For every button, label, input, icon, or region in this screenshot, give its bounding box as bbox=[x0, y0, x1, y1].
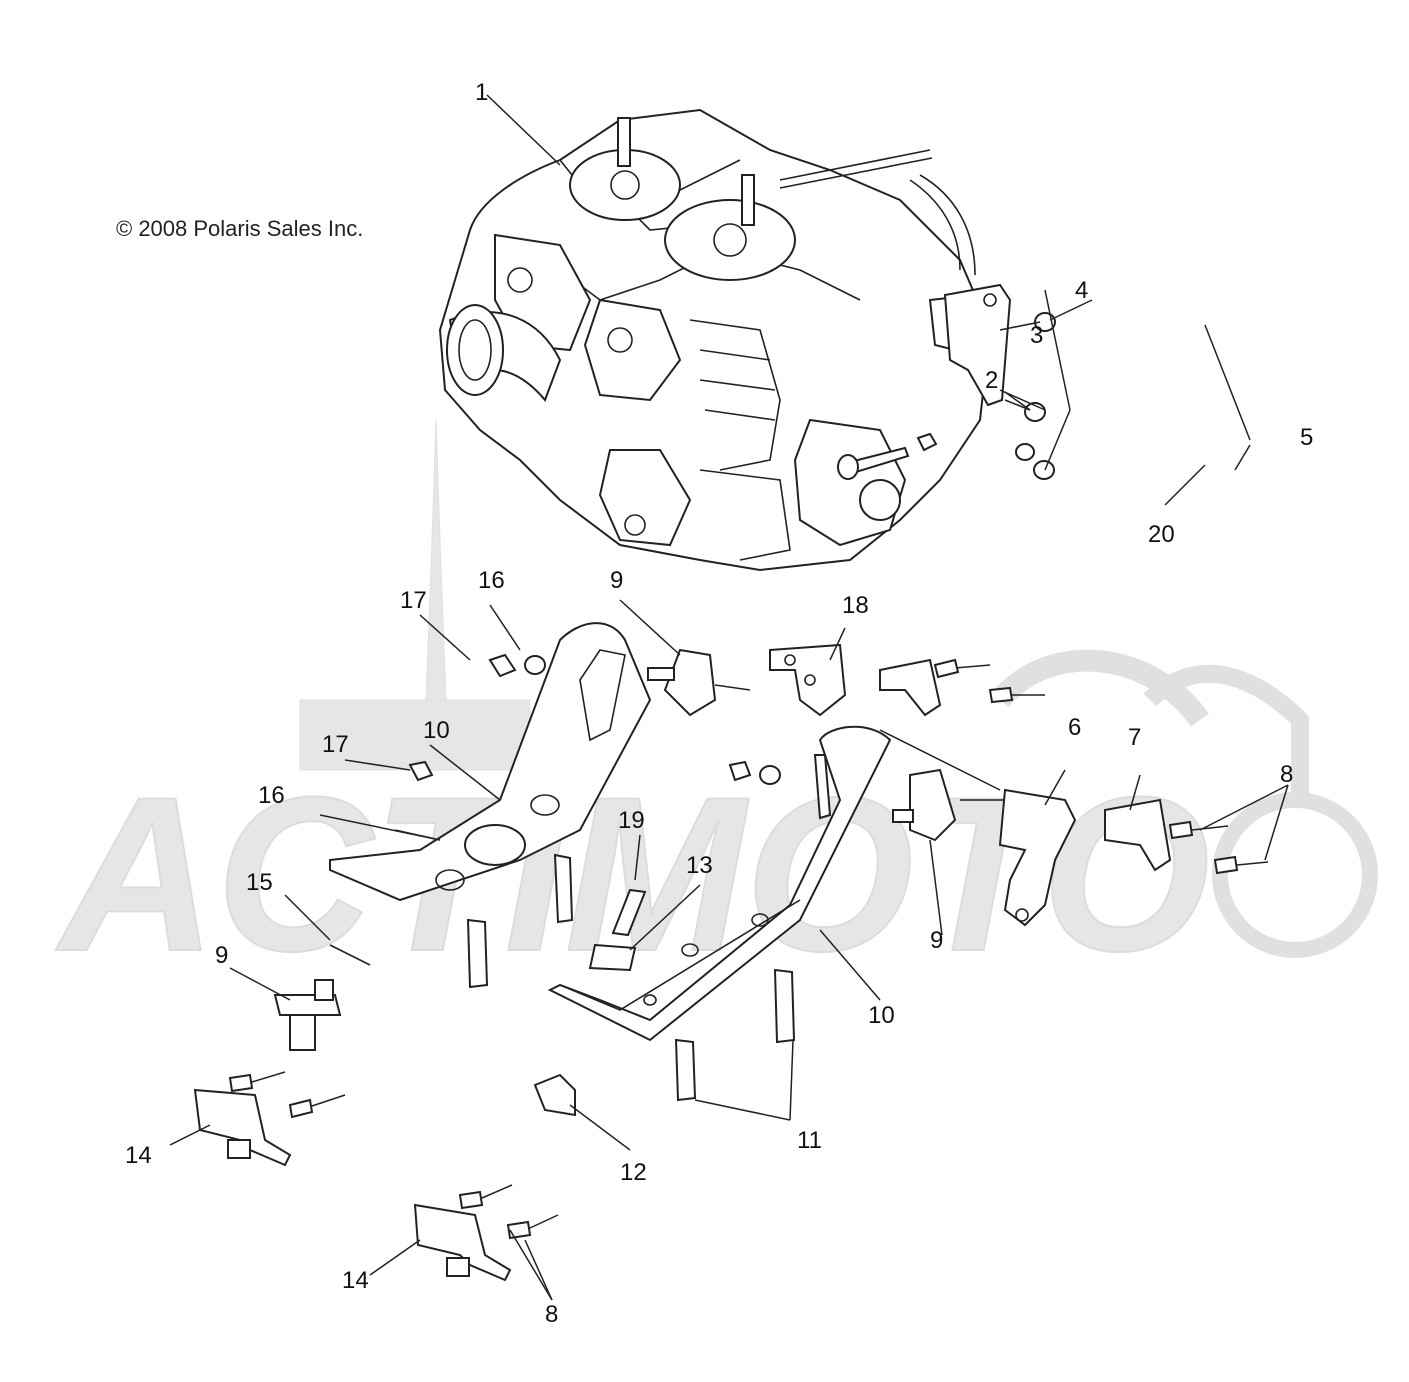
callout-16-top: 16 bbox=[478, 567, 505, 594]
callout-2: 2 bbox=[985, 367, 998, 394]
callout-5: 5 bbox=[1300, 424, 1313, 451]
callout-19: 19 bbox=[618, 807, 645, 834]
copyright-notice: © 2008 Polaris Sales Inc. bbox=[116, 216, 364, 241]
callout-1: 1 bbox=[475, 79, 488, 106]
callout-8-right: 8 bbox=[1280, 761, 1293, 788]
callout-12: 12 bbox=[620, 1159, 647, 1186]
callout-7: 7 bbox=[1128, 724, 1141, 751]
callout-9-right: 9 bbox=[930, 927, 943, 954]
spacer-13 bbox=[588, 943, 637, 972]
washer-upper-right bbox=[759, 765, 781, 785]
isolator-9-right bbox=[909, 768, 957, 842]
nut-17-mid bbox=[408, 760, 434, 782]
callout-17-mid: 17 bbox=[322, 731, 349, 758]
bracket-14-bottom bbox=[413, 1203, 512, 1282]
leader-lines bbox=[169, 94, 1289, 1301]
callout-14-bottom: 14 bbox=[342, 1267, 369, 1294]
isolator-9-top bbox=[663, 648, 717, 717]
bracket-18 bbox=[769, 643, 847, 717]
callout-18: 18 bbox=[842, 592, 869, 619]
callout-8-bottom: 8 bbox=[545, 1301, 558, 1328]
mount-bracket-4 bbox=[943, 283, 1012, 407]
callout-14-left: 14 bbox=[125, 1142, 152, 1169]
washer-16-top bbox=[524, 655, 546, 675]
pin-upper-right bbox=[813, 754, 832, 820]
bracket-7 bbox=[1104, 798, 1172, 872]
nut-upper-right bbox=[728, 760, 752, 782]
callout-11: 11 bbox=[797, 1127, 822, 1154]
callout-9-top: 9 bbox=[610, 567, 623, 594]
callout-17-top: 17 bbox=[400, 587, 427, 614]
callout-6: 6 bbox=[1068, 714, 1081, 741]
nut-17-top bbox=[488, 653, 517, 678]
callout-3: 3 bbox=[1030, 322, 1043, 349]
callout-15: 15 bbox=[246, 869, 273, 896]
callout-13: 13 bbox=[686, 852, 713, 879]
callout-16-mid: 16 bbox=[258, 782, 285, 809]
watermark-building-icon bbox=[299, 699, 531, 771]
bracket-7-top bbox=[879, 658, 942, 717]
engine-assembly bbox=[438, 108, 997, 572]
bracket-6 bbox=[998, 788, 1077, 927]
engine-mount-plate-10-left bbox=[329, 622, 652, 902]
washer-20 bbox=[1015, 443, 1035, 461]
callout-20: 20 bbox=[1148, 521, 1175, 548]
callout-10-right: 10 bbox=[868, 1002, 895, 1029]
callout-4: 4 bbox=[1075, 277, 1088, 304]
bracket-14-left bbox=[193, 1088, 292, 1167]
callout-10-left: 10 bbox=[423, 717, 450, 744]
engine-mount-plate-10-right bbox=[547, 725, 892, 1042]
bumper-12 bbox=[533, 1073, 576, 1117]
nut-3 bbox=[916, 432, 938, 452]
bolt-19 bbox=[611, 888, 647, 937]
bolt-5c bbox=[1033, 460, 1055, 480]
callout-labels: 1 2 3 4 5 20 17 16 9 18 10 17 16 6 7 8 1… bbox=[125, 79, 1313, 1328]
callout-9-left: 9 bbox=[215, 942, 228, 969]
